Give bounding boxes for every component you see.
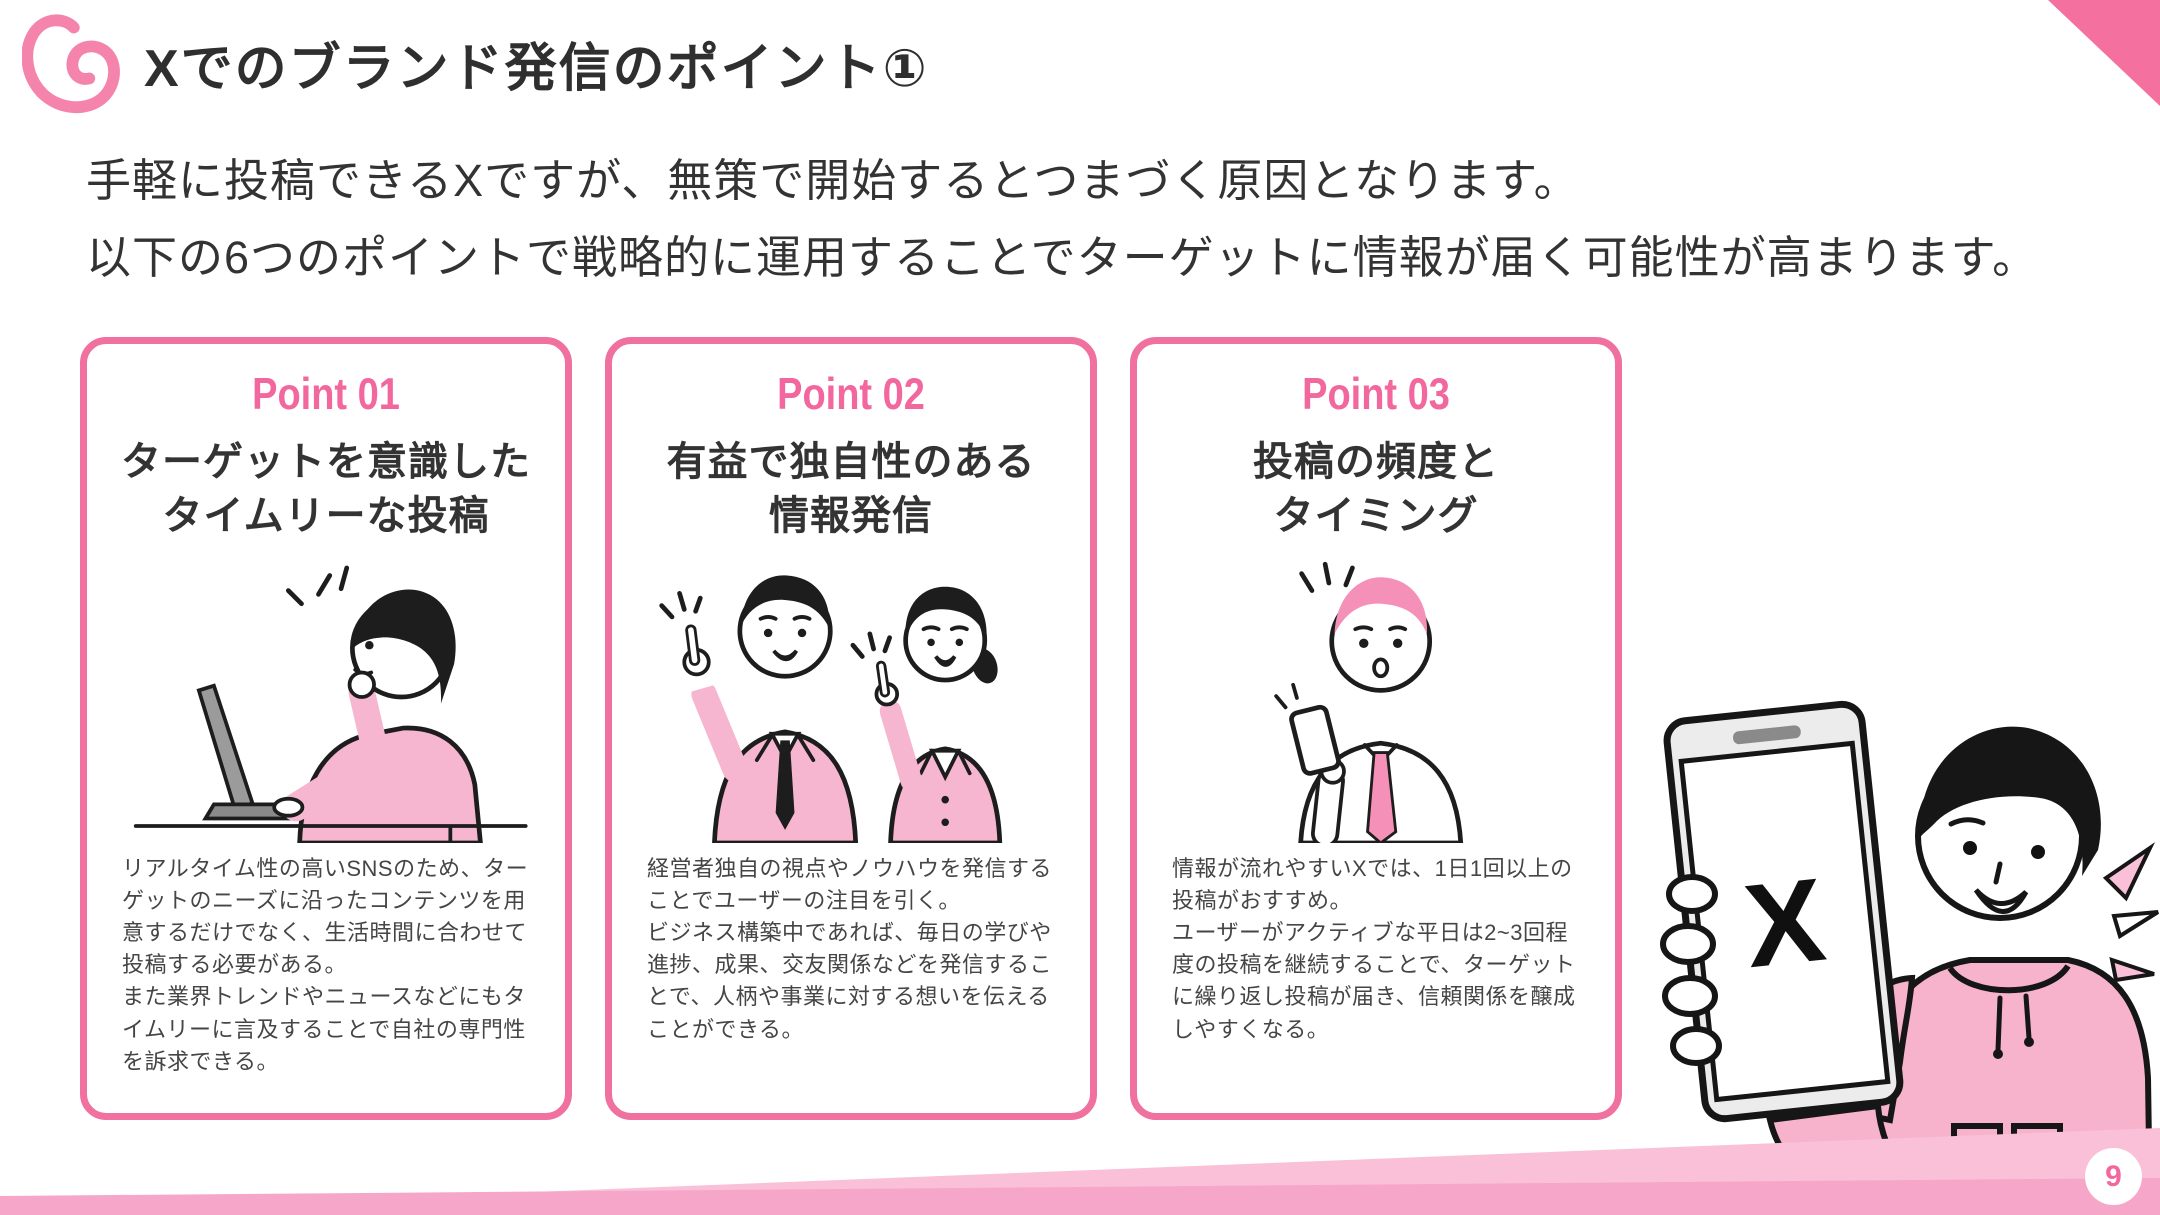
illustration-two-businesspeople-pointing xyxy=(612,551,1090,843)
x-logo: X xyxy=(1739,854,1831,994)
point-3-title: 投稿の頻度と タイミング xyxy=(1137,435,1615,543)
point-3-title-line1: 投稿の頻度と xyxy=(1253,440,1499,484)
point-2-title-line1: 有益で独自性のある xyxy=(666,440,1036,484)
page-number: 9 xyxy=(2105,1159,2122,1193)
point-1-title-line1: ターゲットを意識した xyxy=(121,440,531,484)
point-2-body: 経営者独自の視点やノウハウを発信することでユーザーの注目を引く。 ビジネス構築中… xyxy=(647,856,1053,1042)
point-card-3: Point 03 投稿の頻度と タイミング xyxy=(1130,337,1622,1120)
point-3-label: Point 03 xyxy=(1302,370,1450,420)
brand-swirl-icon xyxy=(22,14,120,114)
illustration-man-looking-at-phone xyxy=(1137,551,1615,843)
point-card-1: Point 01 ターゲットを意識した タイムリーな投稿 xyxy=(80,337,572,1120)
point-1-body: リアルタイム性の高いSNSのため、ターゲットのニーズに沿ったコンテンツを用意する… xyxy=(122,856,529,1074)
page-number-badge: 9 xyxy=(2085,1148,2142,1205)
point-3-body: 情報が流れやすいXでは、1日1回以上の投稿がおすすめ。 ユーザーがアクティブな平… xyxy=(1172,856,1576,1042)
point-2-label: Point 02 xyxy=(777,370,925,420)
illustration-person-holding-phone: X xyxy=(1660,700,2160,1215)
page-title: Xでのブランド発信のポイント① xyxy=(144,39,929,98)
intro-text: 手軽に投稿できるXですが、無策で開始するとつまづく原因となります。 以下の6つの… xyxy=(86,142,2038,297)
illustration-person-thinking-at-laptop xyxy=(87,551,565,843)
point-3-title-line2: タイミング xyxy=(1273,494,1479,538)
intro-line-1: 手軽に投稿できるXですが、無策で開始するとつまづく原因となります。 xyxy=(86,155,1580,206)
corner-triangle-decoration xyxy=(2048,0,2160,106)
point-2-title-line2: 情報発信 xyxy=(769,494,933,538)
point-1-label: Point 01 xyxy=(252,370,400,420)
intro-line-2: 以下の6つのポイントで戦略的に運用することでターゲットに情報が届く可能性が高まり… xyxy=(86,232,2039,284)
header: Xでのブランド発信のポイント① xyxy=(22,12,929,114)
point-2-title: 有益で独自性のある 情報発信 xyxy=(612,435,1090,543)
point-1-title: ターゲットを意識した タイムリーな投稿 xyxy=(87,435,565,543)
point-1-title-line2: タイムリーな投稿 xyxy=(162,494,490,538)
point-card-2: Point 02 有益で独自性のある 情報発信 xyxy=(605,337,1097,1120)
